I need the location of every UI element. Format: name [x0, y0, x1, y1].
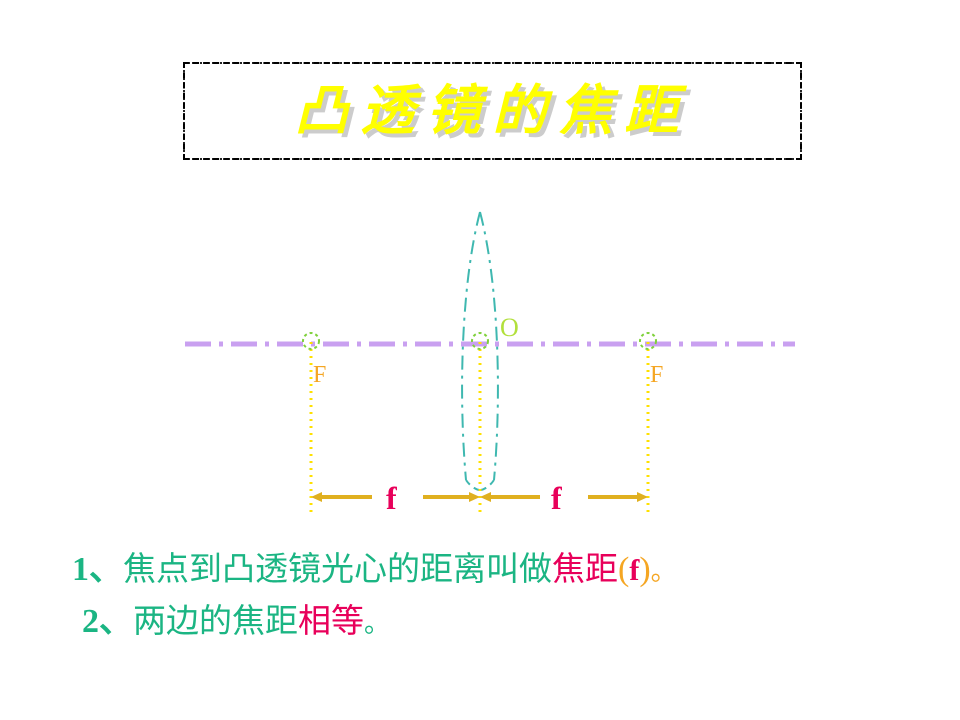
statement-1-period: 。	[650, 557, 677, 587]
focal-length-label-left: f	[386, 480, 397, 516]
focal-point-right-marker	[639, 332, 657, 350]
statement-2-term-equal: 相等	[298, 600, 364, 640]
statement-1-text-main: 焦点到凸透镜光心的距离叫做	[123, 549, 552, 588]
statement-1-paren-close: )	[639, 551, 651, 588]
statement-2-number: 2、	[82, 602, 133, 640]
statement-2-text-main: 两边的焦距	[133, 600, 298, 640]
focal-point-left-marker	[302, 332, 320, 350]
convex-lens-diagram	[0, 190, 960, 530]
page-title: 凸透镜的焦距	[294, 79, 691, 142]
statement-1-paren-open: (	[618, 551, 630, 588]
optical-center-marker	[471, 332, 489, 350]
focal-point-right-label: F	[650, 362, 664, 388]
statements-list: 1、焦点到凸透镜光心的距离叫做焦距(f)。 2、两边的焦距相等。	[0, 548, 960, 643]
statement-1-term-focal-length: 焦距	[552, 549, 618, 588]
measure-arrow-left	[311, 492, 480, 502]
title-border-box: 凸透镜的焦距	[183, 62, 802, 160]
statement-2-period: 。	[364, 608, 391, 639]
statement-item-1: 1、焦点到凸透镜光心的距离叫做焦距(f)。	[0, 548, 960, 592]
focal-length-label-right: f	[551, 480, 562, 516]
statement-1-number: 1、	[72, 551, 123, 588]
focal-point-left-label: F	[313, 362, 327, 388]
statement-1-symbol-f: f	[629, 554, 640, 587]
statement-item-2: 2、两边的焦距相等。	[0, 600, 960, 644]
measure-arrow-right	[480, 492, 648, 502]
optical-center-label: O	[500, 313, 519, 342]
